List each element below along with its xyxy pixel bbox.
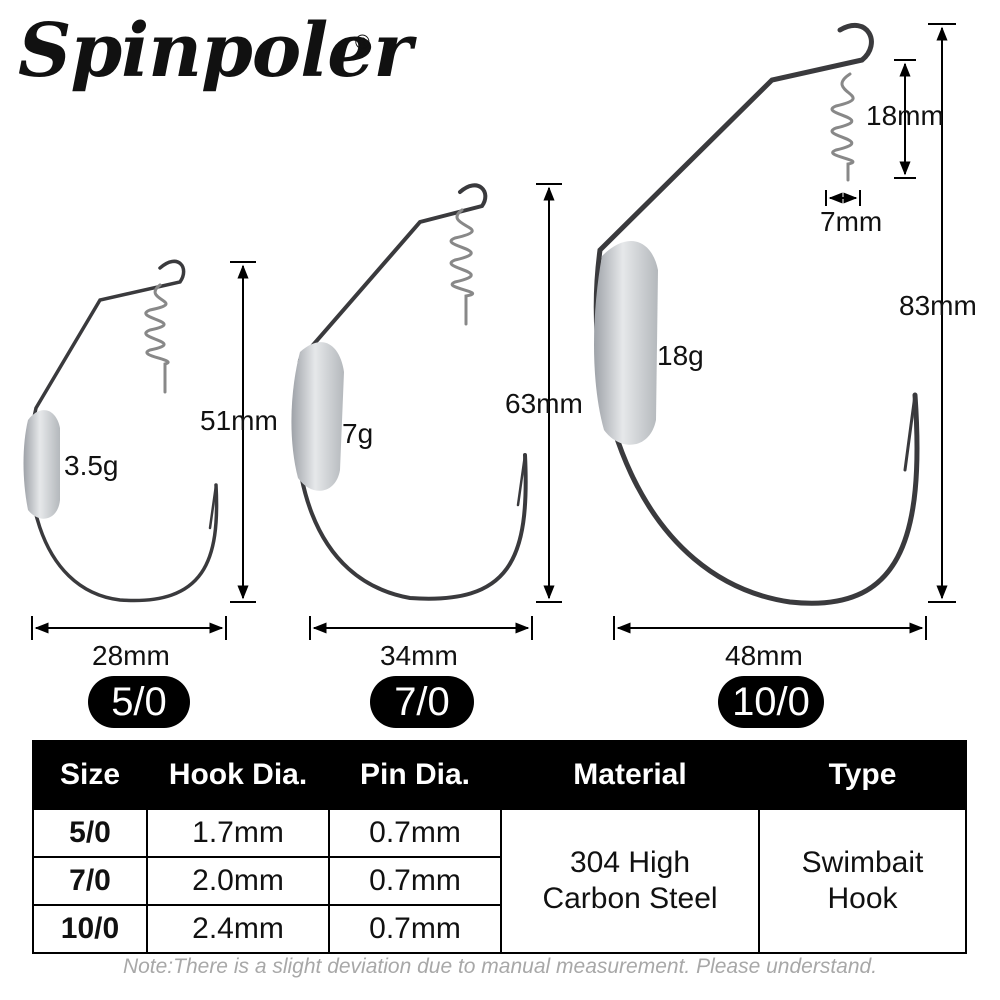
weight-7-0 xyxy=(291,342,344,491)
weight-label-10-0: 18g xyxy=(657,340,704,371)
hook-7-0-drawing xyxy=(294,183,528,601)
height-label-10-0: 83mm xyxy=(899,290,977,321)
spring-width-label: 7mm xyxy=(820,206,883,237)
size-badge-5-0: 5/0 xyxy=(88,676,190,728)
weight-label-7-0: 7g xyxy=(342,418,374,449)
cell-hook-dia: 1.7mm xyxy=(146,808,330,858)
cell-pin-dia: 0.7mm xyxy=(328,856,502,906)
dimension-lines xyxy=(31,23,956,640)
table-row: 5/0 1.7mm 0.7mm 304 High Carbon Steel Sw… xyxy=(32,808,967,954)
table-row: 10/0 2.4mm 0.7mm xyxy=(32,904,966,954)
weight-10-0 xyxy=(594,241,658,445)
table-header-row: Size Hook Dia. Pin Dia. Material Type xyxy=(32,740,967,810)
cell-size: 5/0 xyxy=(32,808,148,858)
cell-size: 10/0 xyxy=(32,904,148,954)
registered-mark: ® xyxy=(355,32,370,54)
size-badge-10-0: 10/0 xyxy=(718,676,824,728)
width-label-7-0: 34mm xyxy=(380,640,458,671)
width-label-5-0: 28mm xyxy=(92,640,170,671)
header-material: Material xyxy=(500,740,760,810)
weight-label-5-0: 3.5g xyxy=(64,450,119,481)
header-pin-dia: Pin Dia. xyxy=(328,740,502,810)
spring-7-0 xyxy=(449,208,475,326)
height-label-7-0: 63mm xyxy=(505,388,583,419)
cell-hook-dia: 2.0mm xyxy=(146,856,330,906)
cell-pin-dia: 0.7mm xyxy=(328,904,502,954)
cell-type: Swimbait Hook xyxy=(758,808,967,954)
cell-size: 7/0 xyxy=(32,856,148,906)
size-badge-7-0: 7/0 xyxy=(370,676,474,728)
cell-pin-dia: 0.7mm xyxy=(328,808,502,858)
header-type: Type xyxy=(758,740,967,810)
hook-10-0-drawing xyxy=(593,22,920,606)
header-size: Size xyxy=(32,740,148,810)
height-label-5-0: 51mm xyxy=(200,405,278,436)
weight-5-0 xyxy=(23,410,60,519)
table-row: 7/0 2.0mm 0.7mm xyxy=(32,856,966,906)
spring-length-label: 18mm xyxy=(866,100,944,131)
spec-table: Size Hook Dia. Pin Dia. Material Type 5/… xyxy=(32,740,967,954)
brand-logo: Spinpoler xyxy=(18,8,412,94)
hooks-illustration xyxy=(23,22,956,640)
measurement-note: Note:There is a slight deviation due to … xyxy=(122,955,878,978)
cell-material: 304 High Carbon Steel xyxy=(500,808,760,954)
cell-hook-dia: 2.4mm xyxy=(146,904,330,954)
spring-5-0 xyxy=(144,283,170,394)
spring-10-0 xyxy=(830,72,855,182)
header-hook-dia: Hook Dia. xyxy=(146,740,330,810)
width-label-10-0: 48mm xyxy=(725,640,803,671)
hook-5-0-drawing xyxy=(27,259,219,603)
